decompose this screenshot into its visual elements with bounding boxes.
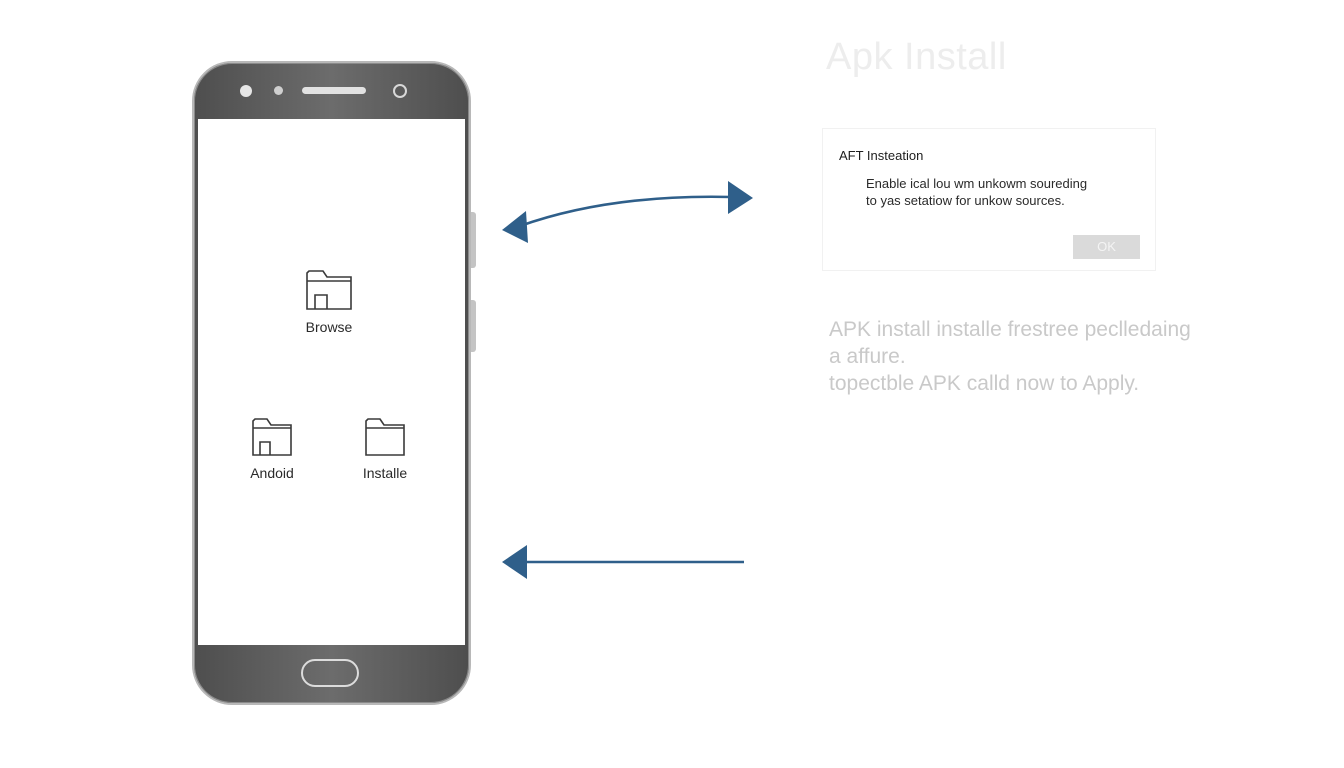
dialog-title: AFT Insteation	[839, 148, 924, 163]
dialog-message-line: Enable ical lou wm unkowm soureding	[866, 176, 1088, 191]
app-browse[interactable]: Browse	[294, 265, 364, 335]
phone-sensor-dot	[274, 86, 283, 95]
install-dialog: AFT Insteation Enable ical lou wm unkowm…	[822, 128, 1156, 271]
app-label: Browse	[305, 319, 353, 335]
folder-icon	[365, 418, 405, 456]
app-installe[interactable]: Installe	[350, 415, 420, 481]
folder-icon	[252, 418, 292, 456]
ok-button[interactable]: OK	[1073, 235, 1140, 259]
app-android[interactable]: Andoid	[242, 415, 302, 481]
dialog-message-line: to yas setatiow for unkow sources.	[866, 193, 1065, 208]
phone-home-button[interactable]	[301, 659, 359, 687]
arrowhead-right	[728, 181, 753, 214]
straight-arrow	[502, 545, 744, 579]
phone-power-button	[470, 300, 476, 352]
panel-title: Apk Install	[826, 36, 1007, 78]
note-line: topectble APK calld now to Apply.	[829, 372, 1140, 395]
note-line: APK install installe frestree peclledain…	[829, 318, 1191, 341]
phone-illustration: Browse Andoid Installe	[192, 61, 471, 705]
instruction-note: APK install installe frestree peclledain…	[829, 316, 1249, 397]
folder-icon	[306, 270, 352, 310]
phone-volume-button	[470, 212, 476, 268]
phone-camera	[393, 84, 407, 98]
app-label: Andoid	[250, 465, 294, 481]
curved-double-arrow	[502, 181, 753, 243]
phone-sensor-dot	[240, 85, 252, 97]
phone-screen: Browse Andoid Installe	[198, 119, 465, 645]
app-label: Installe	[362, 465, 408, 481]
note-line: a affure.	[829, 345, 906, 368]
phone-speaker	[302, 87, 366, 94]
arrowhead-left	[502, 211, 528, 243]
arrowhead-left	[502, 545, 527, 579]
